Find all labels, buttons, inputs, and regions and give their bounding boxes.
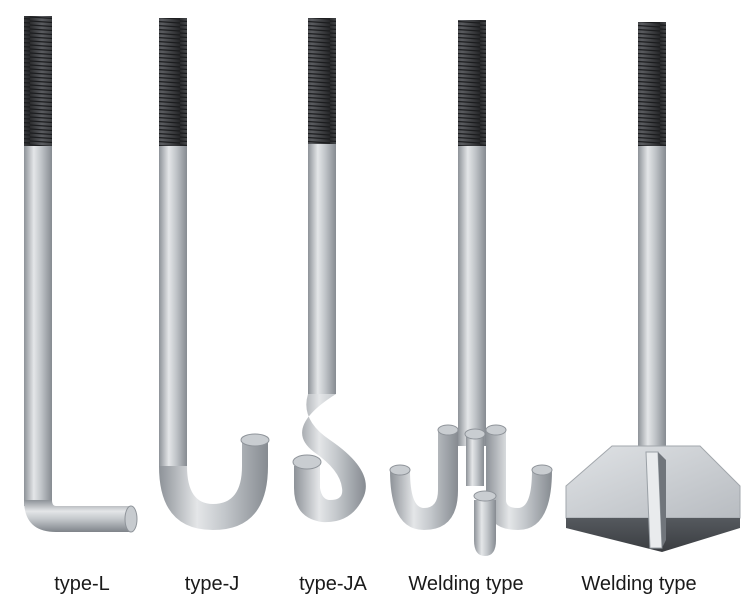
ja-type-anchor-bolt-icon: [292, 18, 366, 523]
l-type-anchor-bolt-icon: [24, 16, 138, 533]
welded-hook-anchor-bolt-icon: [389, 20, 553, 556]
j-type-anchor-bolt-icon: [159, 18, 270, 530]
welded-plate-anchor-bolt-icon: [565, 22, 741, 552]
caption-type-j: type-J: [184, 573, 240, 595]
caption-welding-type-hooks: Welding type: [408, 573, 524, 595]
caption-welding-type-plate: Welding type: [581, 573, 697, 595]
caption-type-ja: type-JA: [299, 573, 367, 595]
caption-type-l: type-L: [54, 573, 110, 595]
